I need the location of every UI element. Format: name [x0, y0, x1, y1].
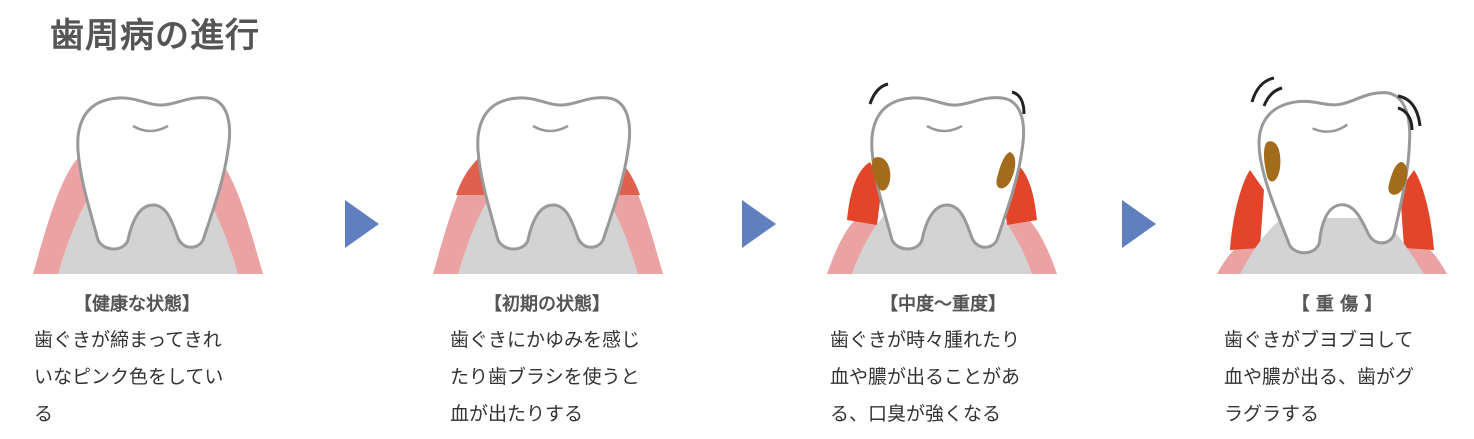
page-title: 歯周病の進行: [50, 16, 260, 56]
tartar: [1263, 141, 1281, 182]
stage-description-moderate: 歯ぐきが時々腫れたり血や膿が出ることがある、口臭が強くなる: [830, 329, 1021, 425]
stage-caption-early: 【初期の状態】: [484, 294, 610, 315]
progress-arrow-2: [742, 200, 776, 248]
tartar: [1388, 162, 1408, 195]
stage-description-severe: 歯ぐきがブヨブヨして血や膿が出る、歯がグラグラする: [1224, 329, 1415, 425]
progress-arrow-3: [1122, 200, 1156, 248]
tartar: [871, 157, 891, 191]
stage-caption-moderate: 【中度〜重度】: [880, 294, 1006, 315]
progress-arrow-1: [345, 200, 379, 248]
stage-description-healthy: 歯ぐきが締まってきれいなピンク色をしている: [34, 329, 224, 425]
tartar: [996, 152, 1016, 189]
tooth: [76, 96, 232, 251]
stage-caption-severe: 【 重 傷 】: [1291, 294, 1383, 315]
stage-caption-healthy: 【健康な状態】: [74, 294, 200, 315]
gum-severe: [1230, 170, 1434, 250]
healthy-tooth-illustration: [33, 96, 263, 274]
severe-stage-tooth-illustration: [1217, 76, 1447, 274]
tooth: [1257, 91, 1412, 255]
early-stage-tooth-illustration: [433, 96, 663, 274]
gum-outer: [1217, 242, 1447, 274]
stage-description-early: 歯ぐきにかゆみを感じたり歯ブラシを使うと血が出たりする: [450, 329, 641, 425]
tooth: [476, 96, 632, 251]
tooth: [870, 96, 1026, 251]
moderate-stage-tooth-illustration: [827, 82, 1057, 274]
